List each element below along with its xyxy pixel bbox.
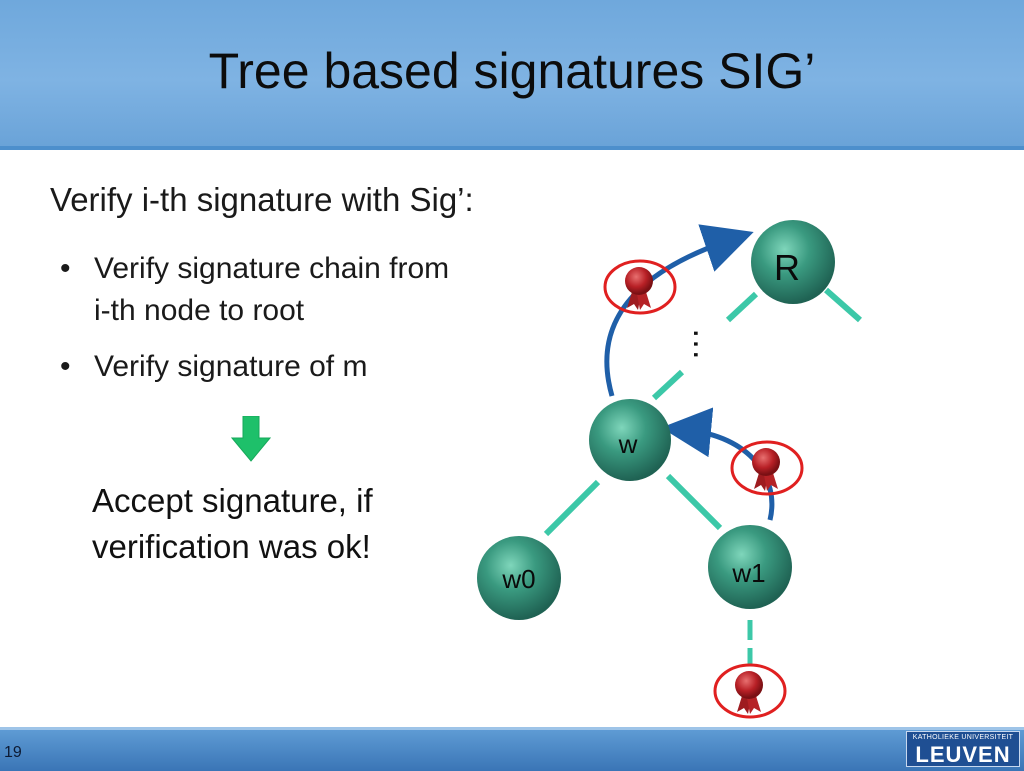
tree-node-w0: w0 (477, 536, 561, 620)
tree-node-w1: w1 (708, 525, 792, 609)
conclusion-text: Accept signature, if verification was ok… (92, 478, 512, 570)
bullet-list: • Verify signature chain from i-th node … (60, 248, 560, 402)
arrow-w-to-root (604, 224, 754, 397)
conclusion-line: verification was ok! (92, 528, 371, 565)
edge-w-w0 (543, 479, 601, 537)
title-bar (0, 0, 1024, 146)
title-divider (0, 146, 1024, 150)
edge-root-left (725, 291, 759, 323)
tree-edges (543, 287, 862, 666)
edge-w-up (651, 369, 685, 401)
logo-title: LEUVEN (915, 742, 1011, 767)
university-logo: KATHOLIEKE UNIVERSITEIT LEUVEN (906, 731, 1020, 767)
down-arrow-icon (231, 416, 271, 462)
seal-icon (730, 440, 804, 496)
edge-w-w1 (665, 473, 723, 531)
edge-root-right (824, 287, 862, 323)
bullet-marker: • (60, 252, 71, 285)
tree-node-w: w (589, 399, 671, 481)
bullet-text-line: Verify signature chain from (94, 252, 450, 285)
tree-node-root: R (751, 220, 835, 304)
seal-icon (603, 259, 677, 315)
footer-bar (0, 727, 1024, 771)
bullet-text-line: i-th node to root (94, 294, 305, 327)
slide-title: Tree based signatures SIG’ (208, 43, 816, 99)
node-label: w0 (501, 564, 535, 594)
bullet-marker: • (60, 350, 71, 383)
bullet-text-line: Verify signature of m (94, 350, 368, 383)
slide-subtitle: Verify i-th signature with Sig’: (50, 181, 474, 218)
bullet-item: • Verify signature chain from i-th node … (60, 248, 560, 332)
conclusion-line: Accept signature, if (92, 482, 373, 519)
ellipsis: … (686, 327, 724, 361)
node-label: w1 (731, 558, 765, 588)
logo-subtitle: KATHOLIEKE UNIVERSITEIT (912, 734, 1014, 741)
seal-icon (713, 663, 787, 719)
node-label: w (618, 429, 638, 459)
node-label: R (774, 247, 800, 288)
page-number: 19 (4, 744, 22, 761)
bullet-item: • Verify signature of m (60, 346, 560, 388)
